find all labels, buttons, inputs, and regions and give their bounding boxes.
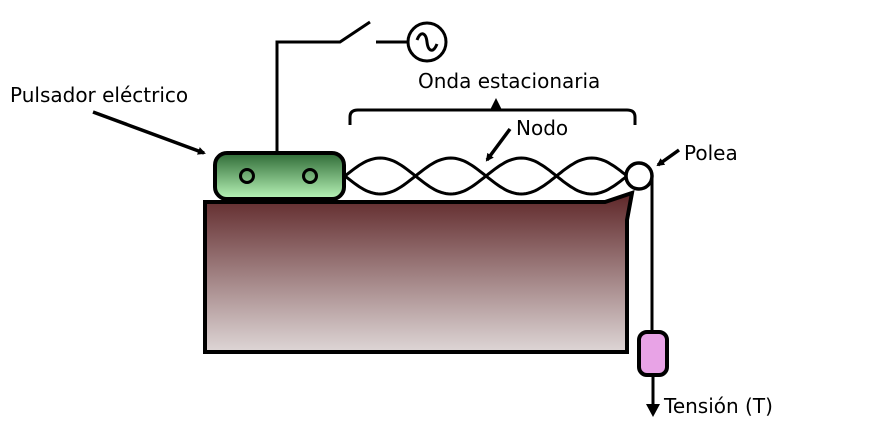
label-tension: Tensión (T) [663,394,773,418]
wave-envelope-lower [344,156,628,196]
label-standing-wave: Onda estacionaria [418,69,600,93]
brace-tip [490,98,502,110]
label-node: Nodo [516,116,568,140]
pulley-pointer-arrow [656,148,681,167]
node-pointer-arrow [485,127,512,162]
electric-vibrator [213,151,346,201]
standing-wave [344,156,628,196]
vibrator-pointer-arrow [92,110,206,155]
ac-source-icon [406,21,448,63]
tension-arrowhead [646,404,660,417]
circuit-wire [275,20,371,153]
hanging-weight [637,330,669,377]
table [203,190,635,354]
label-pulley: Polea [684,141,738,165]
pulley [624,161,654,191]
vibrator-terminal [302,168,318,184]
label-vibrator: Pulsador eléctrico [10,83,188,107]
vibrator-terminal [239,168,255,184]
wave-brace [348,108,637,125]
